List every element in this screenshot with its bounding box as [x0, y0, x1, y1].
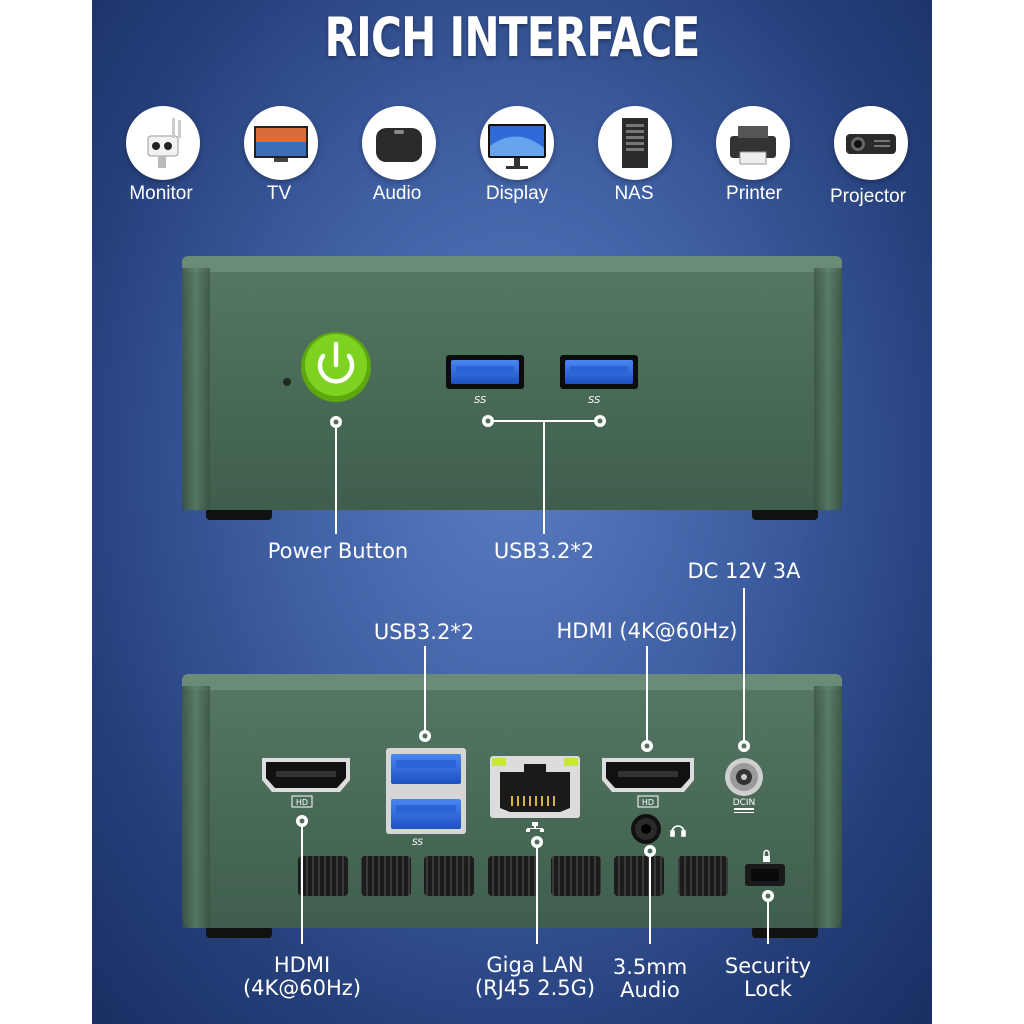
- hd-badge-left: HD: [296, 798, 308, 807]
- headphone-icon: [670, 825, 686, 837]
- usb-ss-logo-1: SS: [474, 395, 487, 406]
- rear-usb-ss-logo: SS: [412, 838, 423, 848]
- display-icon: [480, 106, 554, 180]
- device-label-tv: TV: [266, 183, 292, 204]
- hd-badge-left-frame: [291, 795, 313, 808]
- lock-label: Security Lock: [710, 955, 826, 1001]
- rear-callout-dots: [296, 730, 774, 902]
- page-title: RICH INTERFACE: [324, 6, 700, 69]
- front-usb-port-2[interactable]: [560, 355, 638, 389]
- network-icon: [526, 822, 544, 832]
- power-button-label: Power Button: [267, 539, 409, 563]
- dcin-text: DCIN: [733, 798, 756, 808]
- front-callout-lines: [335, 420, 600, 534]
- projector-icon: [834, 106, 908, 180]
- device-label-monitor: Monitor: [129, 183, 193, 204]
- tv-icon: [244, 106, 318, 180]
- dc-polarity-icon: [734, 808, 754, 813]
- dc-in-port[interactable]: [725, 758, 763, 796]
- audio-label: 3.5mm Audio: [598, 956, 702, 1002]
- rear-usb-label: USB3.2*2: [373, 620, 475, 644]
- power-button[interactable]: [301, 332, 371, 402]
- lan-label-line1: Giga LAN: [486, 953, 584, 977]
- right-margin: [932, 0, 1024, 1024]
- rear-hdmi-left-label-line2: (4K@60Hz): [242, 976, 362, 1000]
- lock-label-line2: Lock: [744, 977, 792, 1001]
- rear-hdmi-port-left[interactable]: [262, 758, 350, 792]
- lock-icon: [763, 849, 770, 862]
- rear-hdmi-right-label: HDMI (4K@60Hz): [556, 619, 738, 643]
- audio-jack[interactable]: [631, 814, 661, 844]
- printer-icon: [716, 106, 790, 180]
- audio-label-line1: 3.5mm: [612, 955, 688, 979]
- device-label-printer: Printer: [726, 183, 782, 204]
- lock-label-line1: Security: [724, 954, 812, 978]
- nas-icon: [598, 106, 672, 180]
- front-usb-label: USB3.2*2: [493, 539, 595, 563]
- rear-hdmi-left-label-line1: HDMI: [273, 953, 331, 977]
- left-margin: [0, 0, 92, 1024]
- usb-ss-logo-2: SS: [588, 395, 601, 406]
- lan-label: Giga LAN (RJ45 2.5G): [460, 954, 610, 1000]
- security-lock-slot[interactable]: [745, 864, 785, 886]
- security-camera-icon: [126, 106, 200, 180]
- device-label-audio: Audio: [372, 183, 422, 204]
- rear-hdmi-left-label: HDMI (4K@60Hz): [232, 954, 372, 1000]
- device-label-projector: Projector: [829, 186, 907, 207]
- hd-badge-right-frame: [637, 795, 659, 808]
- device-label-nas: NAS: [614, 183, 654, 204]
- audio-label-line2: Audio: [620, 978, 680, 1002]
- speaker-icon: [362, 106, 436, 180]
- rear-hdmi-port-right[interactable]: [602, 758, 694, 792]
- lan-label-line2: (RJ45 2.5G): [474, 976, 596, 1000]
- rear-usb-stack[interactable]: [386, 748, 466, 834]
- rear-lan-port[interactable]: [490, 756, 580, 818]
- dc-power-label: DC 12V 3A: [687, 559, 801, 583]
- rear-callout-lines: [301, 588, 769, 944]
- front-usb-port-1[interactable]: [446, 355, 524, 389]
- device-label-display: Display: [485, 183, 549, 204]
- front-callout-dots: [330, 415, 606, 428]
- vent-row: [298, 856, 728, 896]
- hd-badge-right: HD: [642, 798, 654, 807]
